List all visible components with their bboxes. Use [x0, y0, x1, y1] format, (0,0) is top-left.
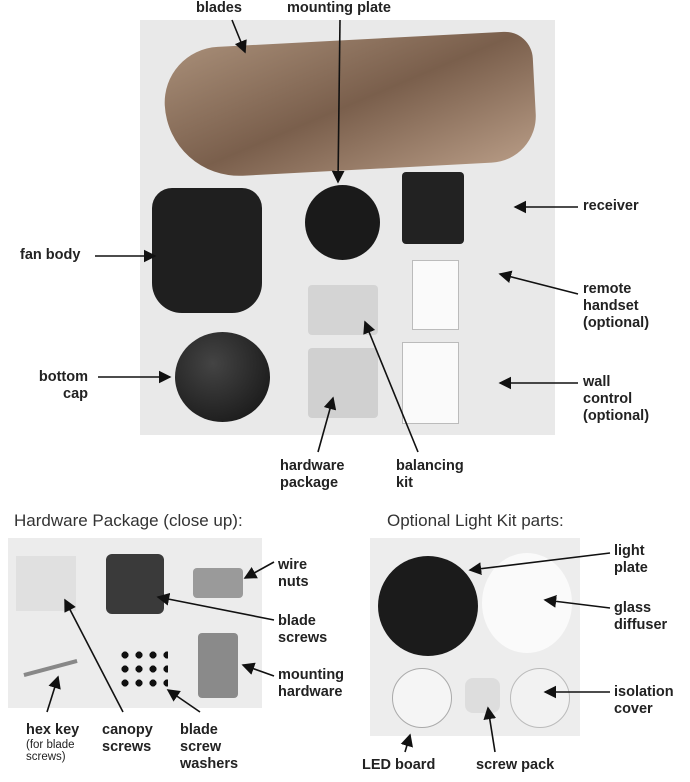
- label-line: hardware: [280, 458, 345, 474]
- label-line: bottom: [38, 369, 88, 385]
- light-plate-image: [378, 556, 478, 656]
- label-fan-body: fan body: [20, 247, 81, 263]
- arrow-canopy-screws: [64, 598, 124, 713]
- arrow-blades: [231, 19, 247, 54]
- arrow-remote: [498, 270, 579, 295]
- label-line: package: [280, 475, 339, 491]
- label-line: blade: [278, 613, 316, 629]
- wire-nuts-bag: [193, 568, 243, 598]
- label-line: kit: [396, 475, 413, 491]
- light-kit-photo: [370, 538, 580, 736]
- hardware-closeup-heading: Hardware Package (close up):: [14, 511, 243, 530]
- label-canopy-screws: canopy screws: [102, 722, 153, 756]
- label-line: wire: [278, 557, 308, 573]
- label-note: (for blade: [26, 739, 75, 751]
- arrow-mounting-hardware: [241, 662, 275, 677]
- arrow-hex-key: [46, 675, 61, 713]
- mounting-plate-image: [305, 185, 380, 260]
- label-hardware-package: hardware package: [280, 458, 344, 492]
- label-light-plate: light plate: [614, 543, 648, 577]
- label-line: wall: [583, 374, 611, 390]
- label-line: canopy: [102, 722, 153, 738]
- arrow-washers: [166, 689, 201, 713]
- washers-bag: [118, 648, 168, 688]
- label-blade-screw-washers: blade screw washers: [180, 722, 238, 773]
- led-board-image: [392, 668, 452, 728]
- label-note: screws): [26, 751, 66, 763]
- label-balancing-kit: balancing kit: [396, 458, 464, 492]
- label-receiver: receiver: [583, 198, 639, 214]
- label-line: mounting: [278, 667, 345, 683]
- label-remote-handset: remote handset (optional): [583, 281, 649, 332]
- light-kit-heading: Optional Light Kit parts:: [387, 511, 564, 530]
- label-line: balancing: [396, 458, 464, 474]
- label-line: isolation: [614, 684, 674, 700]
- label-line: (optional): [583, 408, 650, 424]
- arrow-mounting-plate: [331, 19, 345, 184]
- label-line: diffuser: [614, 617, 668, 633]
- label-line: (optional): [583, 315, 650, 331]
- arrow-screw-pack: [483, 706, 497, 753]
- wall-control-image: [402, 342, 459, 424]
- bottom-cap-image: [175, 332, 270, 422]
- label-line: screws: [102, 739, 152, 755]
- label-line: screws: [278, 630, 328, 646]
- isolation-cover-image: [510, 668, 570, 728]
- label-line: hex key: [26, 722, 80, 738]
- label-wire-nuts: wire nuts: [278, 557, 309, 591]
- receiver-image: [402, 172, 464, 244]
- label-line: plate: [614, 560, 648, 576]
- blade-screws-bag: [106, 554, 164, 614]
- hardware-package-image: [308, 348, 378, 418]
- label-line: glass: [614, 600, 652, 616]
- label-blades: blades: [196, 0, 242, 16]
- arrow-led-board: [400, 733, 413, 753]
- arrow-hardware-package: [317, 396, 337, 453]
- label-line: washers: [180, 756, 239, 772]
- glass-diffuser-image: [482, 553, 572, 653]
- label-led-board: LED board: [362, 757, 436, 773]
- label-screw-pack: screw pack: [476, 757, 555, 773]
- label-mounting-hardware: mounting hardware: [278, 667, 344, 701]
- label-wall-control: wall control (optional): [583, 374, 649, 425]
- arrow-glass-diffuser: [543, 595, 611, 609]
- label-isolation-cover: isolation cover: [614, 684, 674, 718]
- label-bottom-cap: bottom cap: [30, 369, 88, 403]
- label-line: nuts: [278, 574, 309, 590]
- remote-handset-image: [412, 260, 459, 330]
- main-parts-photo: [140, 20, 555, 435]
- arrow-blade-screws: [156, 592, 275, 621]
- label-line: remote: [583, 281, 632, 297]
- label-mounting-plate: mounting plate: [287, 0, 391, 16]
- label-hex-key: hex key (for blade screws): [26, 722, 79, 763]
- label-line: cover: [614, 701, 653, 717]
- label-line: control: [583, 391, 633, 407]
- arrow-light-plate: [468, 552, 611, 576]
- label-line: hardware: [278, 684, 343, 700]
- label-line: handset: [583, 298, 639, 314]
- mounting-hardware-bag: [198, 633, 238, 698]
- label-line: screw: [180, 739, 222, 755]
- label-line: light: [614, 543, 645, 559]
- fan-body-image: [152, 188, 262, 313]
- arrow-wire-nuts: [243, 561, 275, 579]
- label-line: blade: [180, 722, 218, 738]
- label-glass-diffuser: glass diffuser: [614, 600, 667, 634]
- label-line: cap: [63, 386, 88, 402]
- label-blade-screws: blade screws: [278, 613, 327, 647]
- arrow-balancing-kit: [363, 320, 419, 453]
